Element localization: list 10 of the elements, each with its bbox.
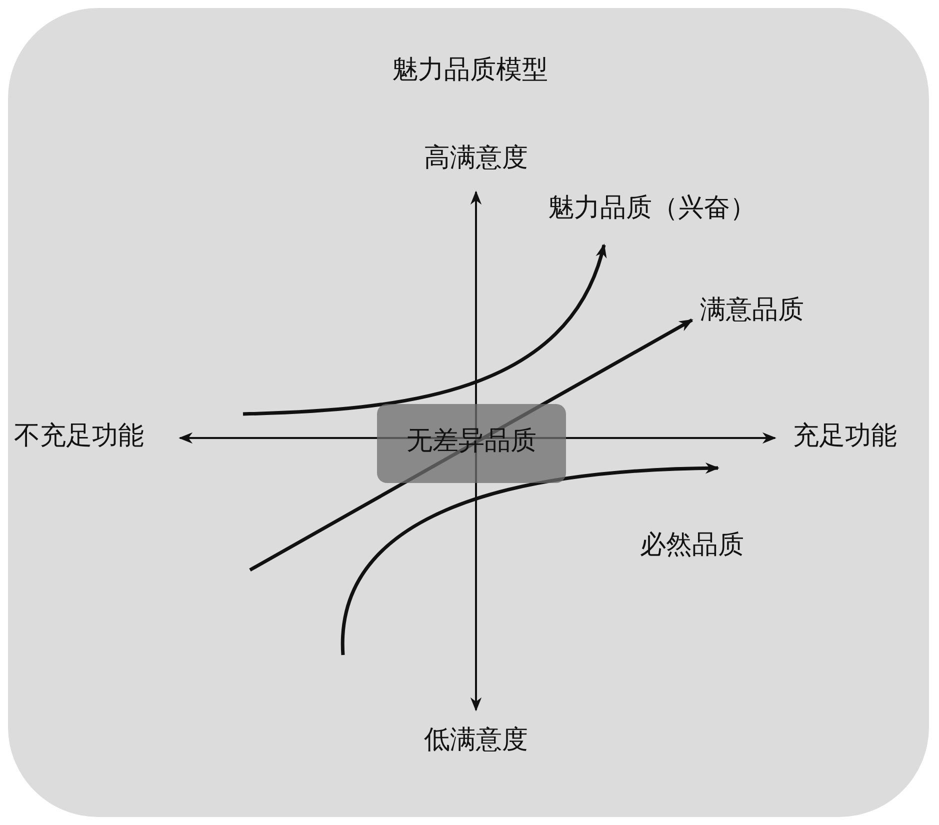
curve-label: 魅力品质（兴奋） <box>548 193 756 223</box>
axis-label: 低满意度 <box>424 725 528 755</box>
shaded-region <box>377 404 566 483</box>
axis-label: 不充足功能 <box>14 421 144 451</box>
curve-label: 必然品质 <box>640 530 744 560</box>
curve-label: 满意品质 <box>700 295 804 325</box>
diagram-title: 魅力品质模型 <box>392 55 548 85</box>
axis-label: 高满意度 <box>424 143 528 173</box>
axis-label: 充足功能 <box>793 421 897 451</box>
region-label: 无差异品质 <box>406 426 538 456</box>
